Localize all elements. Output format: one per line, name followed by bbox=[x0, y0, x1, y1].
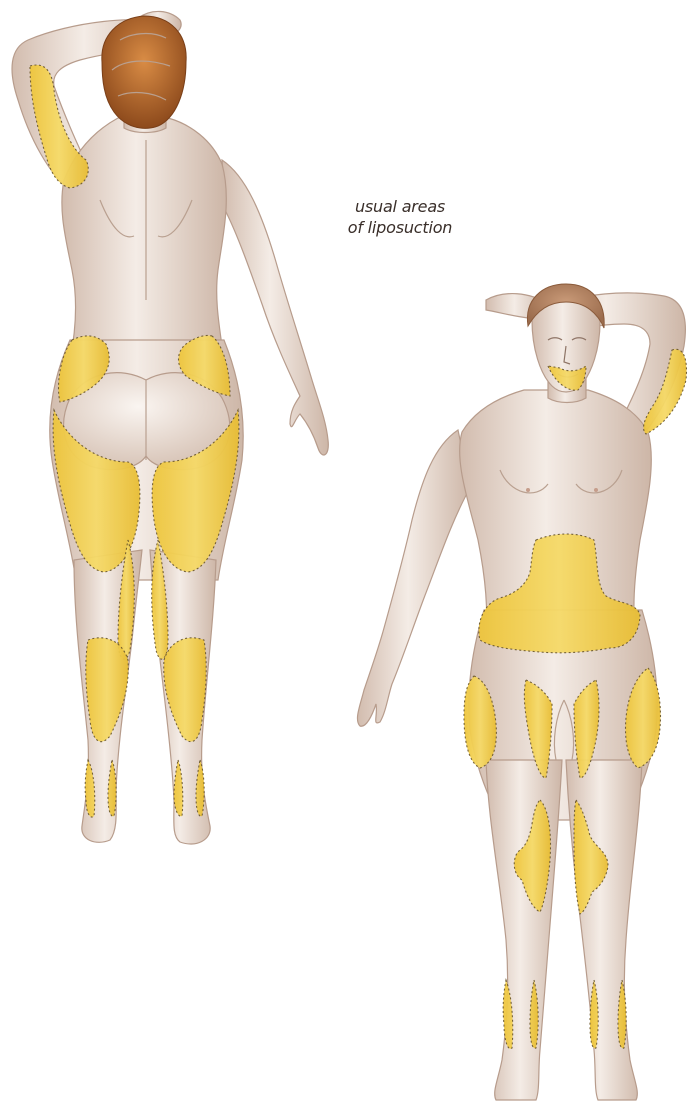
front-left-leg bbox=[486, 760, 562, 1100]
front-view-figure bbox=[357, 284, 686, 1100]
caption-line-1: usual areas bbox=[300, 196, 500, 217]
front-lowered-arm bbox=[357, 430, 470, 726]
caption-line-2: of liposuction bbox=[300, 217, 500, 238]
liposuction-caption: usual areas of liposuction bbox=[300, 196, 500, 238]
back-zone-upper-arm bbox=[30, 65, 88, 188]
back-view-figure bbox=[12, 11, 328, 844]
front-chest-mark-right bbox=[594, 488, 598, 492]
back-hair bbox=[102, 16, 186, 128]
back-torso bbox=[62, 118, 226, 360]
front-chest-mark-left bbox=[526, 488, 530, 492]
